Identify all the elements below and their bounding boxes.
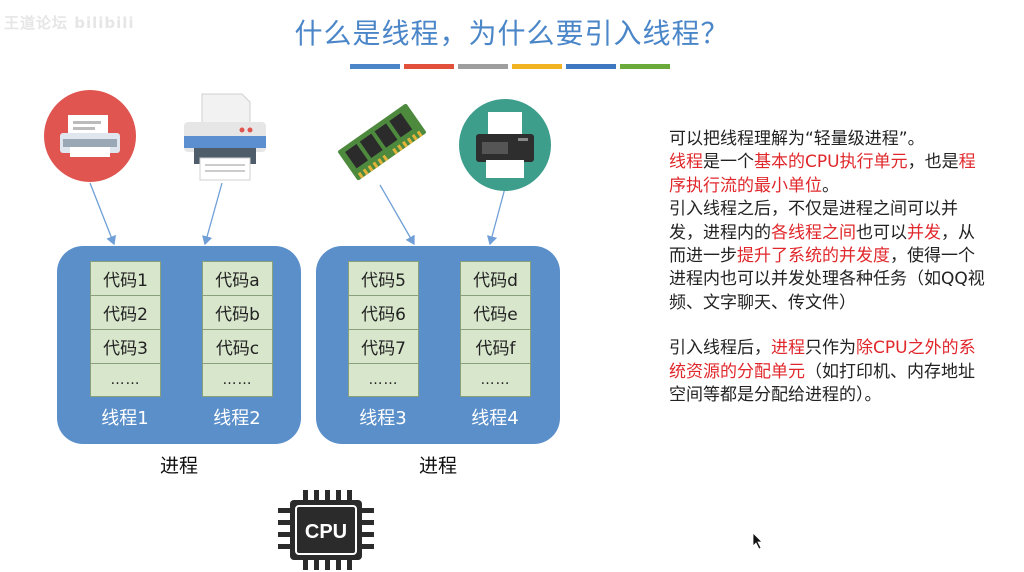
code-cell: 代码a — [202, 261, 273, 295]
highlight-text: 基本的CPU执行单元 — [754, 152, 908, 173]
arrow-4 — [486, 187, 506, 246]
slide-title: 什么是线程，为什么要引入线程？ — [294, 17, 730, 50]
code-cell: 代码f — [460, 329, 531, 363]
arrow-3 — [379, 184, 415, 246]
cpu-label: CPU — [305, 521, 347, 543]
paragraph-gap — [669, 315, 989, 337]
thread-label-1: 线程1 — [101, 408, 149, 429]
code-cell-ellipsis: …… — [348, 363, 419, 397]
code-cell: 代码c — [202, 329, 273, 363]
process-box-1: 代码1 代码2 代码3 …… 代码a 代码b 代码c …… 线程1 线程2 — [57, 246, 301, 444]
code-cell: 代码d — [460, 261, 531, 295]
paragraph-3: 引入线程之后，不仅是进程之间可以并发，进程内的各线程之间也可以并发，从而进一步提… — [669, 198, 989, 315]
thread-column-4: 代码d 代码e 代码f …… — [460, 261, 531, 397]
code-cell-ellipsis: …… — [202, 363, 273, 397]
text-span: 。 — [822, 175, 839, 196]
text-span: 可以把线程理解为“轻量级进程”。 — [669, 129, 925, 149]
paragraph-1: 可以把线程理解为“轻量级进程”。 — [669, 128, 989, 151]
thread-column-2: 代码a 代码b 代码c …… — [202, 261, 273, 397]
text-span: 是一个 — [703, 152, 754, 173]
arrow-2 — [202, 182, 223, 246]
code-cell: 代码6 — [348, 295, 419, 329]
explanation-text: 可以把线程理解为“轻量级进程”。 线程是一个基本的CPU执行单元，也是程序执行流… — [669, 128, 989, 407]
code-cell: 代码3 — [90, 329, 161, 363]
thread-column-1: 代码1 代码2 代码3 …… — [90, 261, 161, 397]
text-span: ，从而进一步 — [669, 222, 975, 267]
text-span: ，也是 — [907, 152, 959, 173]
paragraph-2: 线程是一个基本的CPU执行单元，也是程序执行流的最小单位。 — [669, 151, 989, 198]
highlight-text: 各线程之间 — [771, 222, 856, 243]
arrow-1 — [89, 182, 116, 246]
text-span: 引入线程之后，不仅是进程之间可以并发，进程内的 — [669, 199, 958, 243]
code-cell-ellipsis: …… — [90, 363, 161, 397]
process-box-2: 代码5 代码6 代码7 …… 代码d 代码e 代码f …… 线程3 线程4 — [316, 246, 560, 444]
process-label-2: 进程 — [418, 455, 457, 477]
thread-column-3: 代码5 代码6 代码7 …… — [348, 261, 419, 397]
underline-segment-1 — [350, 64, 400, 69]
text-span: 只作为 — [805, 338, 856, 359]
code-cell: 代码5 — [348, 261, 419, 295]
memory-chip-icon — [338, 103, 426, 181]
underline-segment-3 — [458, 64, 508, 69]
thread-label-4: 线程4 — [471, 408, 519, 429]
highlight-text: 并发 — [907, 222, 941, 243]
text-span: 也可以 — [856, 222, 907, 243]
highlight-text: 进程 — [771, 338, 805, 359]
code-cell: 代码e — [460, 295, 531, 329]
code-cell: 代码1 — [90, 261, 161, 295]
printer-icon — [184, 93, 266, 181]
mouse-cursor-icon — [752, 532, 763, 550]
paragraph-4: 引入线程后，进程只作为除CPU之外的系统资源的分配单元（如打印机、内存地址空间等… — [669, 337, 989, 407]
code-cell: 代码b — [202, 295, 273, 329]
code-cell: 代码2 — [90, 295, 161, 329]
highlight-text: 线程 — [669, 152, 703, 173]
process-label-1: 进程 — [159, 455, 198, 477]
underline-segment-2 — [404, 64, 454, 69]
watermark: 王道论坛 bilibili — [4, 14, 135, 32]
highlight-text: 除CPU之外的系统资源的分配单元 — [669, 338, 976, 382]
text-span: ，使得一个进程内也可以并发处理各种任务（如QQ视频、文字聊天、传文件） — [669, 246, 985, 313]
code-cell-ellipsis: …… — [460, 363, 531, 397]
printer-icon — [459, 99, 551, 191]
thread-label-2: 线程2 — [213, 408, 261, 429]
thread-label-3: 线程3 — [359, 408, 407, 429]
underline-segment-6 — [620, 64, 670, 69]
code-cell: 代码7 — [348, 329, 419, 363]
cpu-icon: CPU — [278, 490, 374, 570]
text-span: 引入线程后， — [669, 338, 771, 359]
printer-icon — [44, 90, 136, 182]
highlight-text: 提升了系统的并发度 — [737, 246, 890, 267]
title-underline — [350, 64, 670, 69]
underline-segment-5 — [566, 64, 616, 69]
underline-segment-4 — [512, 64, 562, 69]
text-span: （如打印机、内存地址空间等都是分配给进程的）。 — [669, 361, 975, 406]
highlight-text: 程序执行流的最小单位 — [669, 152, 976, 196]
